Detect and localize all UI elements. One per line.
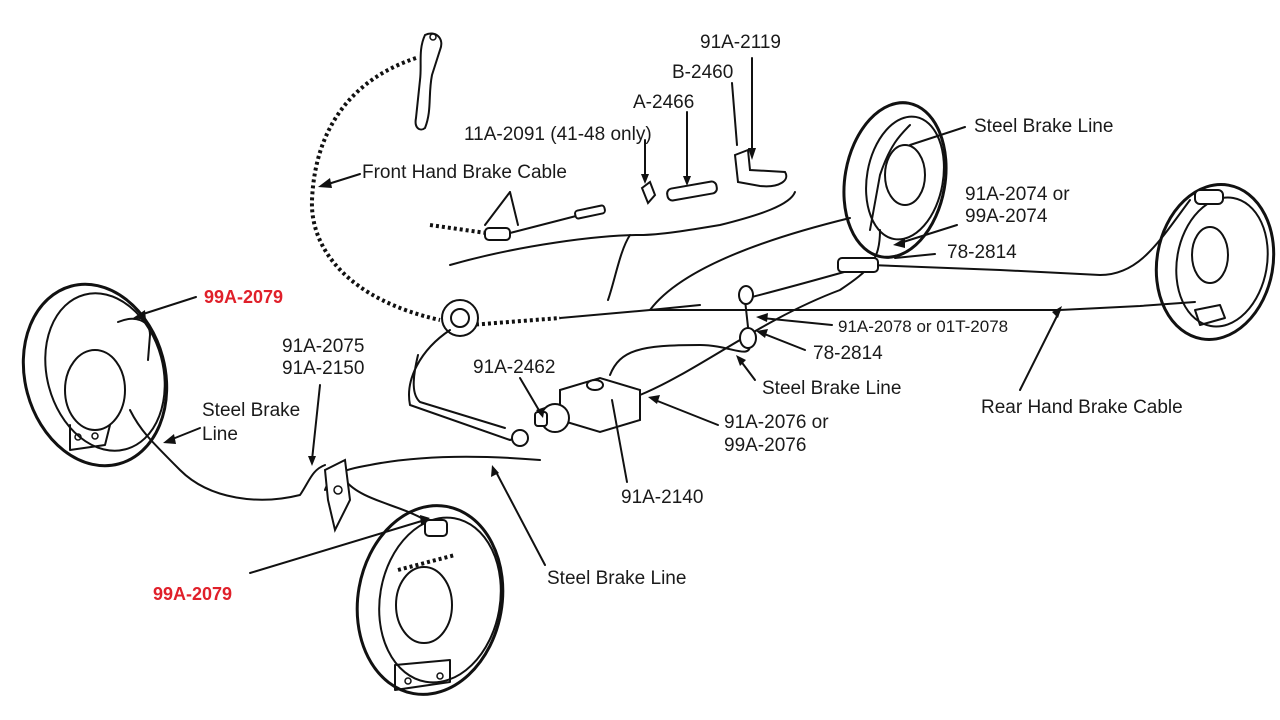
label-steel-brake-line-bottom: Steel Brake Line: [547, 568, 687, 589]
front-hand-brake-cable-rear: [469, 316, 561, 327]
leader-lines: [133, 57, 1062, 574]
label-91a-2074-line1: 91A-2074 or: [965, 184, 1070, 205]
front-tee-fitting: [323, 458, 352, 533]
label-steel-brake-line-rear-top: Steel Brake Line: [974, 116, 1114, 137]
label-steel-brake-line-mid: Steel Brake Line: [762, 378, 902, 399]
right-front-brake-drum: [355, 504, 505, 696]
label-91a-2140: 91A-2140: [621, 487, 704, 508]
cable-pulley: [441, 299, 479, 337]
label-91a-2076-line1: 91A-2076 or: [724, 412, 829, 433]
brake-pedal-rod: [408, 329, 526, 441]
label-11a-2091: 11A-2091 (41-48 only): [464, 124, 652, 145]
cable-detail: [429, 204, 606, 241]
label-front-hand-brake-cable: Front Hand Brake Cable: [362, 162, 567, 183]
label-91a-2078: 91A-2078 or 01T-2078: [838, 317, 1009, 336]
label-91a-2075: 91A-2075: [282, 336, 365, 357]
steel-brake-line-rear: [609, 299, 751, 376]
label-91a-2150: 91A-2150: [282, 358, 365, 379]
right-rear-brake-drum: [1154, 183, 1276, 341]
label-91a-2462: 91A-2462: [473, 357, 556, 378]
label-91a-2119: 91A-2119: [700, 32, 781, 53]
small-parts: [640, 148, 788, 205]
body-floor-outline: [449, 191, 796, 266]
label-rear-hand-brake-cable: Rear Hand Brake Cable: [981, 397, 1183, 418]
label-99a-2079-bottom: 99A-2079: [153, 584, 233, 604]
label-91a-2074-line2: 99A-2074: [965, 206, 1048, 227]
label-b-2460: B-2460: [672, 62, 734, 83]
label-steel-brake-line-left-1: Steel Brake: [202, 400, 301, 421]
left-rear-brake-drum: [842, 101, 948, 259]
label-a-2466: A-2466: [633, 92, 695, 113]
label-91a-2076-line2: 99A-2076: [724, 435, 807, 456]
label-steel-brake-line-left-2: Line: [202, 424, 238, 445]
rear-tee-fitting: [738, 257, 879, 349]
label-99a-2079-top: 99A-2079: [204, 287, 284, 307]
label-78-2814-mid: 78-2814: [813, 343, 883, 364]
front-hand-brake-cable: [309, 56, 441, 322]
hand-brake-lever: [414, 32, 443, 131]
label-78-2814-top: 78-2814: [947, 242, 1017, 263]
left-front-brake-drum: [21, 282, 169, 468]
master-cylinder: [534, 376, 641, 434]
rear-hand-brake-cable: [649, 301, 1196, 311]
steel-brake-line-front: [324, 455, 541, 491]
